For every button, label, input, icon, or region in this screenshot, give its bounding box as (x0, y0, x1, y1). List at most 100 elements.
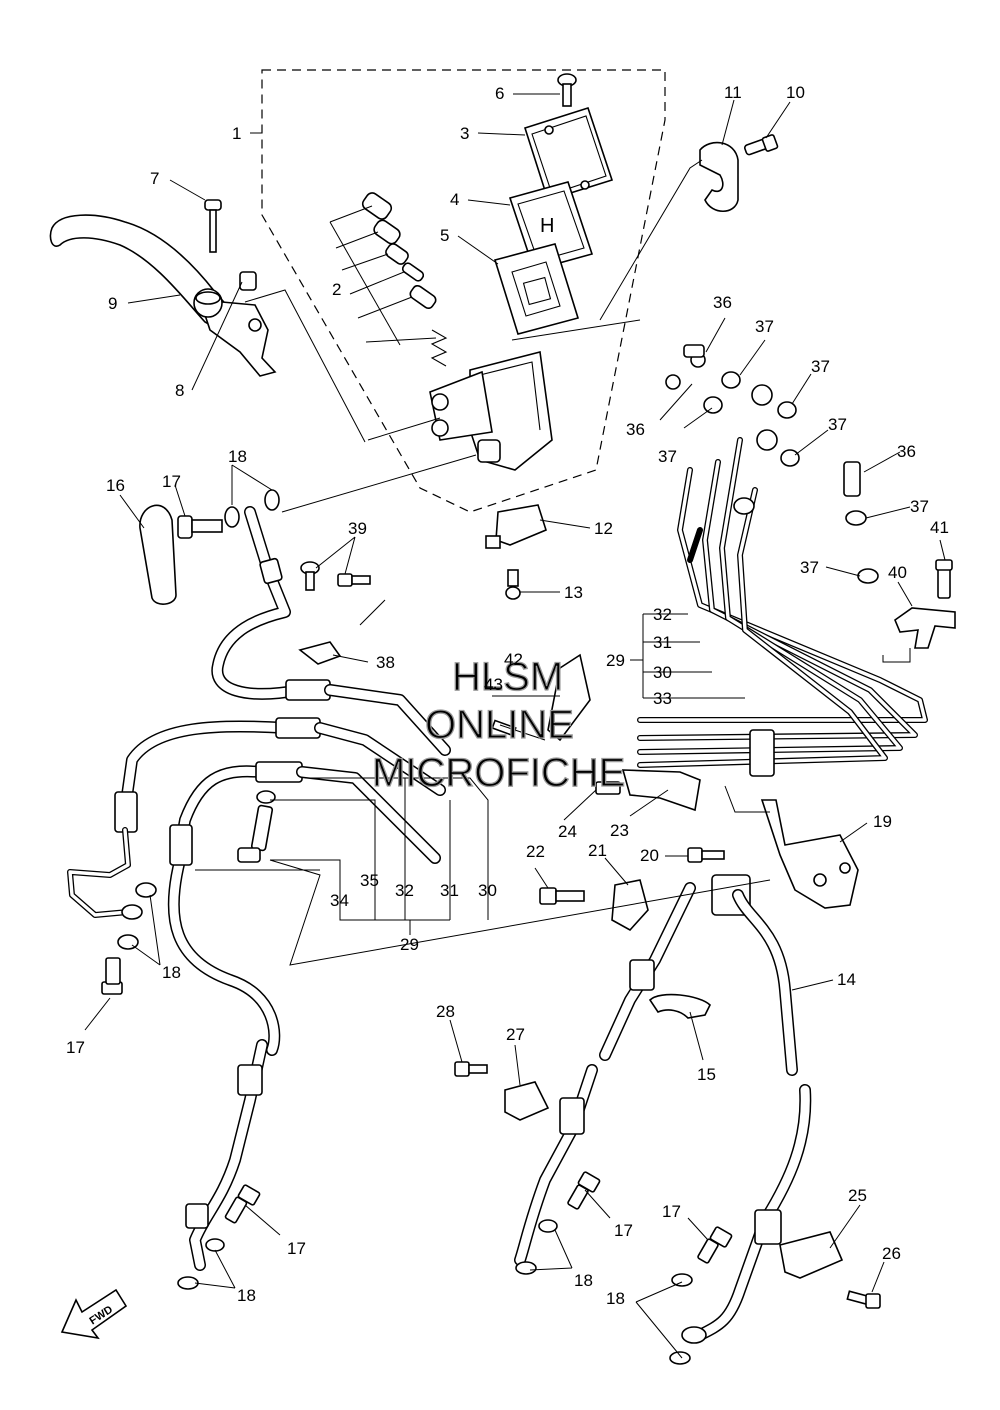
rubber-cap (139, 504, 177, 605)
callout-11: 11 (724, 83, 742, 102)
piston-kit (329, 192, 448, 367)
callout-3: 3 (460, 124, 469, 143)
callout-41: 41 (930, 518, 949, 537)
upper-brake-hose-3 (172, 761, 303, 866)
callout-17-c: 17 (287, 1239, 306, 1258)
watermark: HLSM ONLINE MICROFICHE (371, 654, 626, 795)
screws-39 (300, 561, 371, 591)
right-hose-14 (681, 889, 812, 1344)
callout-42: 42 (504, 650, 523, 669)
callout-37-e: 37 (910, 497, 929, 516)
upper-brake-hose-1 (211, 506, 331, 701)
screw-43 (491, 719, 517, 737)
callout-10: 10 (786, 83, 805, 102)
lever-pivot-nut (239, 271, 257, 291)
left-lower-hose (167, 824, 281, 1271)
callout-36-a: 36 (713, 293, 732, 312)
callout-17-a: 17 (162, 472, 181, 491)
master-cylinder-holder (699, 141, 739, 213)
fwd-arrow: FWD (60, 1288, 128, 1340)
watermark-line-1: HLSM (452, 655, 563, 699)
callout-37-d: 37 (658, 447, 677, 466)
callout-2: 2 (332, 280, 341, 299)
master-cylinder-assembly-boundary (261, 69, 666, 513)
pipe-banjo-fittings (665, 344, 879, 584)
callout-18-c: 18 (237, 1286, 256, 1305)
bolt-26 (846, 1290, 881, 1309)
callout-35: 35 (360, 871, 379, 890)
diaphragm (493, 243, 580, 335)
watermark-line-3: MICROFICHE (372, 751, 625, 795)
callout-43: 43 (484, 675, 503, 694)
callout-17-e: 17 (662, 1202, 681, 1221)
callout-18-a: 18 (228, 447, 247, 466)
callout-27: 27 (506, 1025, 525, 1044)
callout-18-b: 18 (162, 963, 181, 982)
callout-18-d: 18 (574, 1271, 593, 1290)
callout-31-b: 31 (440, 881, 459, 900)
master-cylinder-body (429, 351, 553, 471)
callout-33: 33 (653, 689, 672, 708)
callout-37-f: 37 (800, 558, 819, 577)
callout-17-d: 17 (614, 1221, 633, 1240)
callout-37-a: 37 (755, 317, 774, 336)
callout-25: 25 (848, 1186, 867, 1205)
callout-29-b: 29 (400, 935, 419, 954)
callout-9: 9 (108, 294, 117, 313)
callout-28: 28 (436, 1002, 455, 1021)
callout-32-b: 32 (395, 881, 414, 900)
callout-30-b: 30 (478, 881, 497, 900)
callout-40: 40 (888, 563, 907, 582)
callout-37-b: 37 (811, 357, 830, 376)
callout-31-a: 31 (653, 633, 672, 652)
callout-19: 19 (873, 812, 892, 831)
callout-37-c: 37 (828, 415, 847, 434)
left-fittings (101, 882, 261, 1290)
pipe-clamp-40 (894, 559, 956, 649)
callout-14: 14 (837, 970, 856, 989)
callout-32-a: 32 (653, 605, 672, 624)
callout-39: 39 (348, 519, 367, 538)
callout-29-a: 29 (606, 651, 625, 670)
callout-26: 26 (882, 1244, 901, 1263)
callout-4: 4 (450, 190, 459, 209)
joint-bracket (595, 769, 701, 812)
bracket-bolt-20 (687, 847, 725, 863)
callout-22: 22 (526, 842, 545, 861)
hose-holder-27 (504, 1081, 550, 1121)
callout-labels: 1 2 3 4 5 6 7 8 9 10 11 12 13 14 15 16 1… (66, 83, 949, 1308)
brake-lever (49, 214, 277, 377)
reservoir-cap (523, 106, 614, 202)
callout-21: 21 (588, 841, 607, 860)
callout-6: 6 (495, 84, 504, 103)
bolt-28 (454, 1061, 488, 1077)
callout-38: 38 (376, 653, 395, 672)
lower-bracket-19 (760, 799, 859, 909)
callout-24: 24 (558, 822, 577, 841)
callout-1: 1 (232, 124, 241, 143)
brake-light-switch (485, 504, 547, 549)
right-hose-middle (514, 882, 696, 1275)
watermark-line-2: ONLINE (425, 703, 574, 747)
callout-15: 15 (697, 1065, 716, 1084)
right-fittings (567, 1171, 733, 1365)
banjo-bolt-left (177, 515, 223, 539)
switch-screw (505, 569, 521, 600)
callout-5: 5 (440, 226, 449, 245)
hose-clamp-15 (648, 993, 711, 1019)
callout-18-e: 18 (606, 1289, 625, 1308)
brake-pipes-assembly (637, 437, 928, 777)
callout-7: 7 (150, 169, 159, 188)
holder-bolt (743, 134, 779, 156)
callout-30-a: 30 (653, 663, 672, 682)
middle-banjo-bolts (237, 790, 276, 863)
callout-17-b: 17 (66, 1038, 85, 1057)
diaphragm-plate: H (508, 181, 594, 271)
callout-20: 20 (640, 846, 659, 865)
callout-16: 16 (106, 476, 125, 495)
copper-washers-upper (224, 489, 280, 528)
leader-lines (84, 93, 946, 1359)
callout-8: 8 (175, 381, 184, 400)
left-brake-pipe (67, 827, 143, 920)
